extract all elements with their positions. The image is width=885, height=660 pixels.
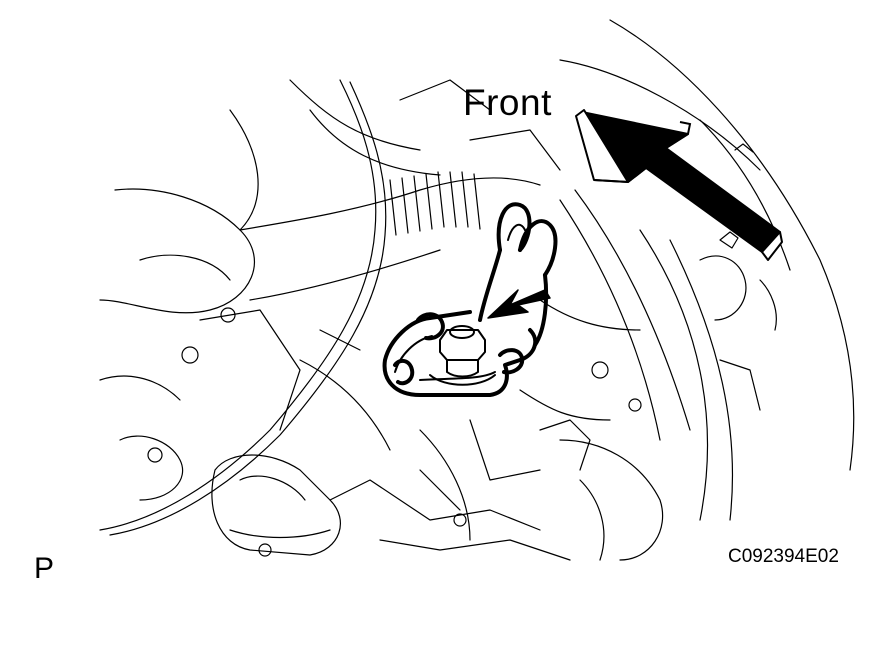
- background-line-art: [99, 19, 855, 561]
- front-direction-arrow-icon: [575, 109, 783, 261]
- front-label: Front: [463, 82, 552, 123]
- figure-code-label: C092394E02: [728, 546, 839, 567]
- bolt-bracket-assembly: [382, 202, 558, 397]
- ribbed-boot: [389, 171, 481, 236]
- pointer-arrow-icon: [487, 289, 551, 319]
- view-marker-label: P: [34, 552, 55, 585]
